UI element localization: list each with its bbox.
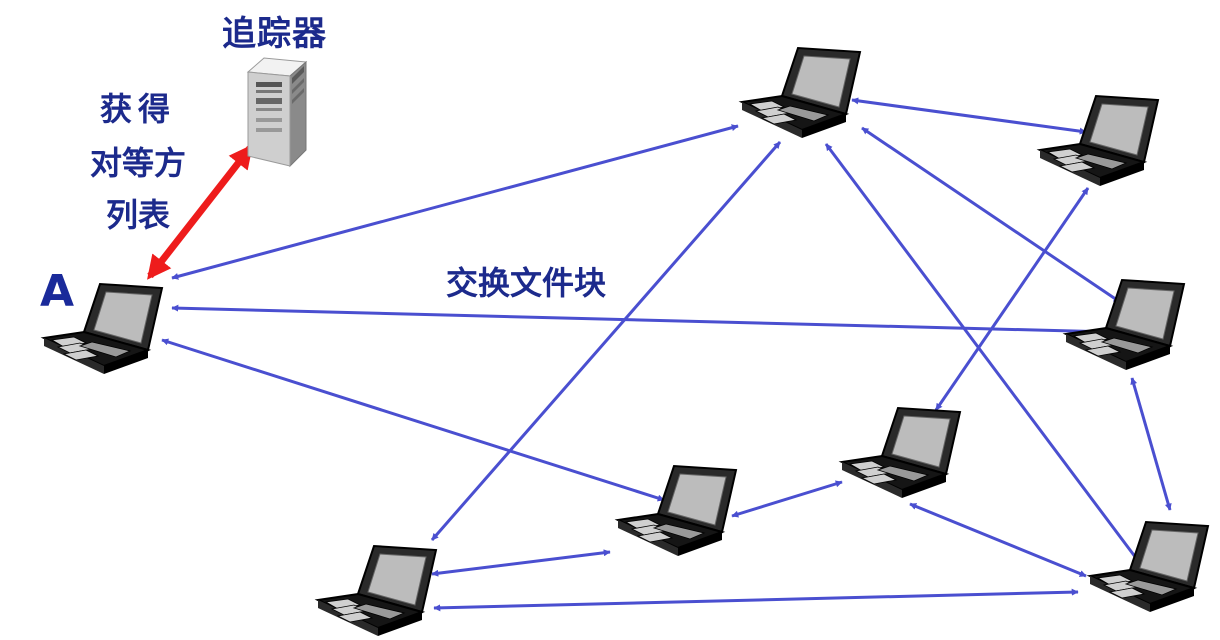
peer-laptop-icon <box>1065 279 1185 371</box>
tracker-server-icon <box>246 57 308 168</box>
tracker-link <box>147 144 253 280</box>
tracker-label: 追踪器 <box>222 14 327 54</box>
peer-laptop-icon <box>1089 521 1209 613</box>
exchange-chunks-label: 交换文件块 <box>446 264 607 302</box>
get-peer-list-label-line2: 对等方 <box>89 144 186 182</box>
peer-laptop-icon <box>617 465 737 557</box>
peer-laptop-icon <box>741 47 861 139</box>
get-peer-list-label-line3: 列表 <box>105 196 170 234</box>
peer-laptop-icon <box>841 407 961 499</box>
peer-links <box>161 97 1172 612</box>
get-peer-list-label-line1: 获得 <box>99 90 176 128</box>
peer-a-label: A <box>40 266 75 317</box>
peer-laptop-icon <box>317 545 437 637</box>
peer-laptop-icon <box>1039 95 1159 187</box>
